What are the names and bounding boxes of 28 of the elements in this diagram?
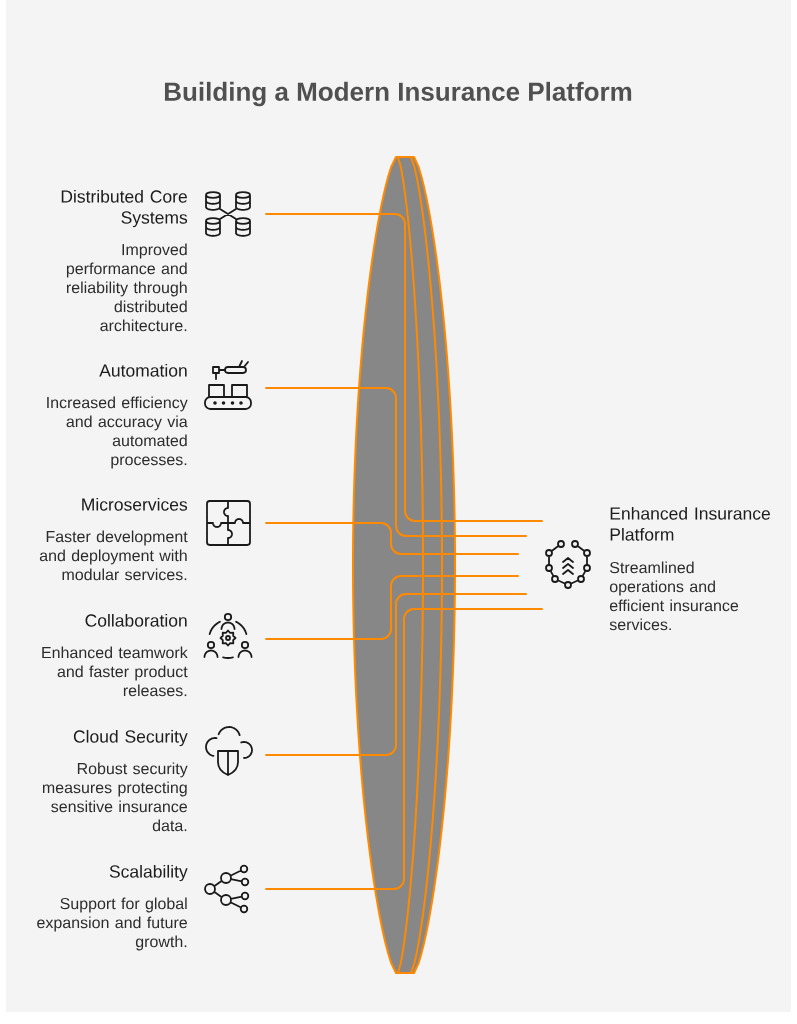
item-description: Support for global expansion and future growth. bbox=[37, 897, 187, 951]
item-description: Streamlined operations and efficient insurance services. bbox=[609, 561, 739, 631]
network-icon bbox=[204, 864, 250, 914]
item-heading: Cloud Security bbox=[73, 729, 188, 747]
connector-line bbox=[264, 608, 544, 890]
team-icon bbox=[203, 612, 253, 659]
connector-line bbox=[264, 522, 520, 555]
item-heading: Enhanced Insurance Platform bbox=[610, 506, 770, 541]
item-heading: Collaboration bbox=[85, 613, 187, 627]
database-icon bbox=[205, 191, 251, 237]
connector-line bbox=[264, 593, 528, 756]
cloud-shield-icon bbox=[205, 726, 253, 776]
robot-arm-icon bbox=[204, 360, 252, 410]
item-heading: Scalability bbox=[109, 864, 188, 882]
item-description: Improved performance and reliability through distributed architecture. bbox=[66, 243, 187, 332]
hexagon-network-icon bbox=[545, 540, 591, 589]
item-heading: Microservices bbox=[82, 497, 188, 511]
item-description: Enhanced teamwork and faster product releases. bbox=[42, 646, 188, 697]
item-heading: Distributed Core Systems bbox=[61, 189, 188, 228]
item-heading: Automation bbox=[99, 363, 187, 377]
connector-line bbox=[264, 575, 520, 640]
item-description: Increased efficiency and accuracy via automated processes. bbox=[47, 396, 188, 469]
title: Building a Modern Insurance Platform bbox=[165, 81, 632, 107]
item-description: Faster development and deployment with modular services. bbox=[39, 530, 188, 581]
connector-line bbox=[264, 213, 544, 522]
item-description: Robust security measures protecting sensitive insurance data. bbox=[42, 762, 188, 832]
connector-line bbox=[264, 387, 528, 537]
puzzle-icon bbox=[206, 500, 251, 546]
